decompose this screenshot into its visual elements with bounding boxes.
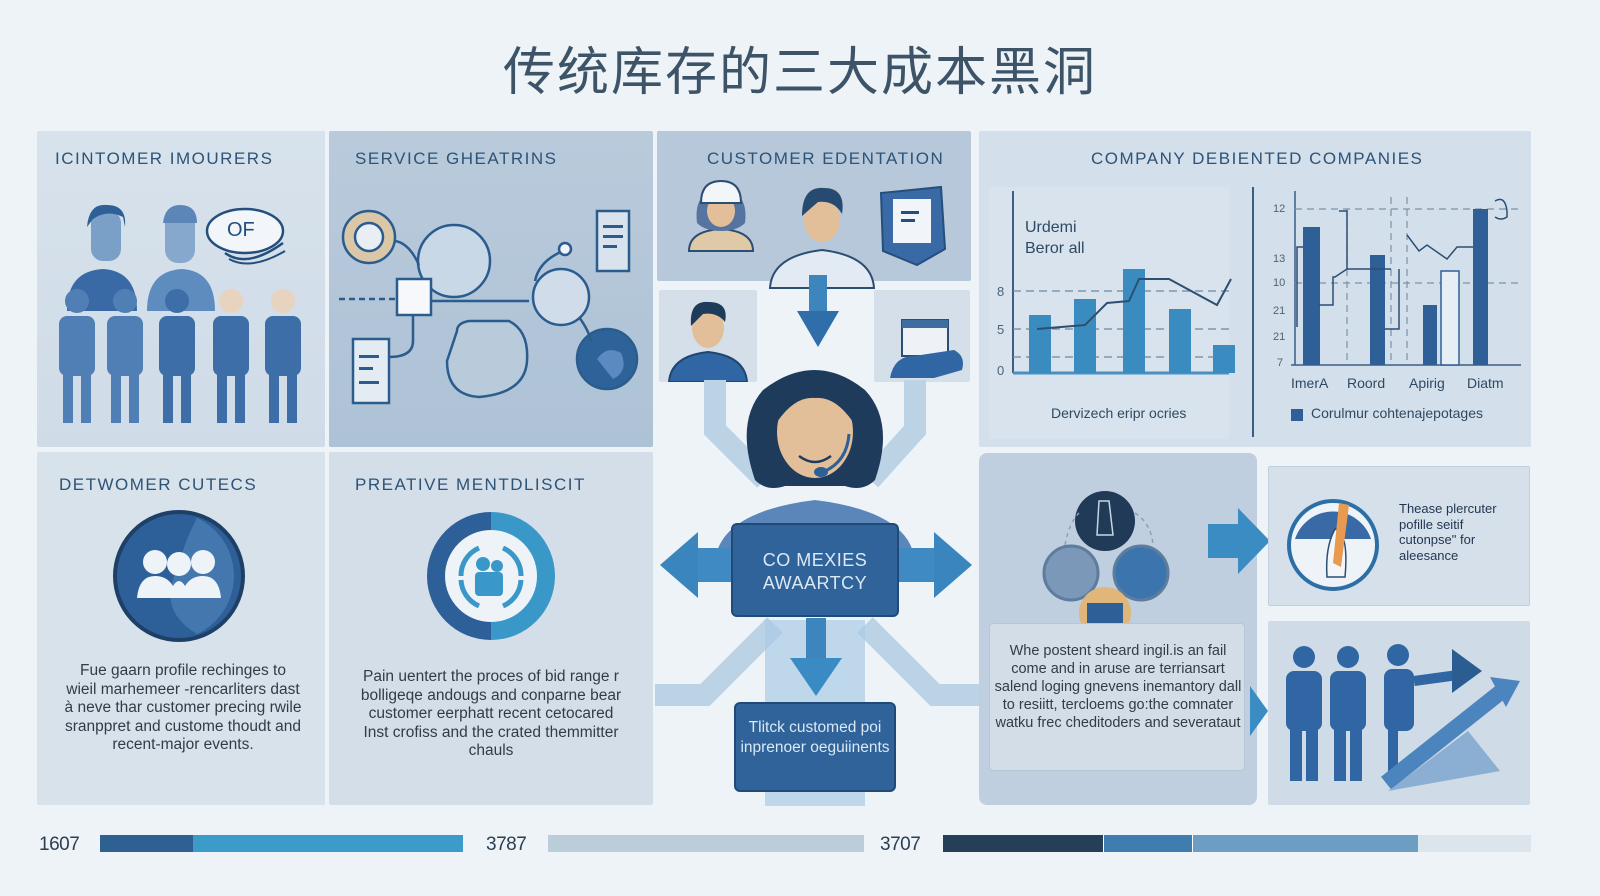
right-arrow-icon xyxy=(1208,508,1270,574)
service-network-icon xyxy=(339,209,639,405)
panel-body: Pain uentert the proces of bid range r b… xyxy=(360,668,622,759)
y-tick-0: 0 xyxy=(997,363,1005,378)
center-main-box: CO MEXIES AWAARTCY xyxy=(731,523,899,617)
support-agent-icon xyxy=(768,187,876,289)
panel-company-deriented: COMPANY DEBIENTED COMPANIES Urdemi Beror… xyxy=(979,131,1531,447)
lower-right-text-card: Whe postent sheard ingil.is an fail come… xyxy=(989,623,1245,771)
panel-title: PREATIVE MENTDLISCIT xyxy=(355,475,586,494)
profile-card: Thease plercuter pofille seitif cutonpse… xyxy=(1268,466,1530,606)
left-chart-plot xyxy=(1012,191,1235,375)
panel-title: ICINTOMER IMOURERS xyxy=(55,149,274,168)
panel-customer-imourers: ICINTOMER IMOURERS OF xyxy=(37,131,325,447)
x-cat-2: Apirig xyxy=(1409,375,1445,391)
panel-title: CUSTOMER EDENTATION xyxy=(707,149,945,168)
small-right-arrow-icon xyxy=(1250,686,1268,736)
document-card-right xyxy=(874,290,970,382)
panel-preative-mentdliscit: PREATIVE MENTDLISCIT Pain uentert the pr… xyxy=(329,452,653,805)
y-tick-8: 8 xyxy=(997,284,1005,299)
bar-segment xyxy=(548,835,864,852)
center-bottom-box: Tlitck customed poi inprenoer oeguiinent… xyxy=(734,702,896,792)
panel-lower-right-left: Whe postent sheard ingil.is an fail come… xyxy=(979,453,1257,805)
panel-service-gheatrins: SERVICE GHEATRINS xyxy=(329,131,653,447)
left-chart: Urdemi Beror all 8 5 0 Dervizech eripr o… xyxy=(989,187,1235,439)
people-cycle-icon xyxy=(1042,491,1170,639)
panel-detwomer-cutecs: DETWOMER CUTECS Fue gaarn profile rechin… xyxy=(37,452,325,805)
panel-body: Fue gaarn profile rechinges to wieil mar… xyxy=(64,662,302,753)
y-tick-10: 10 xyxy=(1273,277,1286,289)
center-bottom-box-text: Tlitck customed poi inprenoer oeguiinent… xyxy=(740,719,890,756)
bar-segment xyxy=(1192,835,1193,852)
left-chart-title: Urdemi Beror all xyxy=(1025,219,1085,257)
family-ring-icon xyxy=(427,512,555,640)
down-arrow-center-icon xyxy=(790,618,842,696)
team-circle-icon xyxy=(113,510,245,642)
legend-swatch xyxy=(1291,409,1303,421)
left-chart-xlabel: Dervizech eripr ocries xyxy=(1051,405,1187,421)
chart-divider xyxy=(1252,187,1254,437)
bar-segment xyxy=(1193,835,1418,852)
y-tick-5: 5 xyxy=(997,322,1005,337)
team-growth-card xyxy=(1268,621,1530,805)
bottom-bar-1 xyxy=(100,835,463,852)
center-main-box-text: CO MEXIES AWAARTCY xyxy=(762,550,868,593)
bar-segment xyxy=(1103,835,1104,852)
bar-segment xyxy=(1104,835,1192,852)
team-growth-icon xyxy=(1286,644,1520,791)
bar-segment xyxy=(943,835,1103,852)
panel-title: SERVICE GHEATRINS xyxy=(355,149,558,168)
right-chart: 12 13 10 21 21 7 xyxy=(1261,187,1523,439)
legend-label: Corulmur cohtenajepotages xyxy=(1311,405,1483,421)
bottom-bar-2 xyxy=(548,835,864,852)
profile-head-icon xyxy=(1287,499,1379,591)
down-arrow-icon xyxy=(797,275,839,347)
y-tick-21a: 21 xyxy=(1273,305,1286,317)
bottom-bar-label-1: 1607 xyxy=(39,834,80,855)
x-cat-3: Diatm xyxy=(1467,375,1504,391)
document-hand-icon xyxy=(890,319,963,378)
x-cat-0: ImerA xyxy=(1291,375,1329,391)
agent-card-left xyxy=(659,290,757,382)
y-tick-21b: 21 xyxy=(1273,331,1286,343)
bar-segment xyxy=(193,835,463,852)
support-staff-icon xyxy=(687,179,947,267)
customer-group-icon xyxy=(59,204,301,423)
y-tick-13: 13 xyxy=(1273,253,1286,265)
bar-segment xyxy=(100,835,193,852)
x-cat-1: Roord xyxy=(1347,375,1386,391)
bottom-bar-label-2: 3787 xyxy=(486,834,527,855)
y-tick-7: 7 xyxy=(1277,357,1284,369)
profile-card-text: Thease plercuter pofille seitif cutonpse… xyxy=(1399,501,1497,563)
bottom-bar-3 xyxy=(943,835,1531,852)
y-tick-12: 12 xyxy=(1273,203,1286,215)
speech-bubble-text: OF xyxy=(227,219,255,241)
right-chart-plot xyxy=(1291,191,1521,366)
person-icon xyxy=(667,301,749,382)
panel-title: DETWOMER CUTECS xyxy=(59,475,258,494)
page-title: 传统库存的三大成本黑洞 xyxy=(502,43,1097,103)
panel-body: Whe postent sheard ingil.is an fail come… xyxy=(994,643,1242,731)
panel-title: COMPANY DEBIENTED COMPANIES xyxy=(1091,149,1424,168)
bottom-bar-label-3: 3707 xyxy=(880,834,921,855)
bar-segment xyxy=(1418,835,1531,852)
